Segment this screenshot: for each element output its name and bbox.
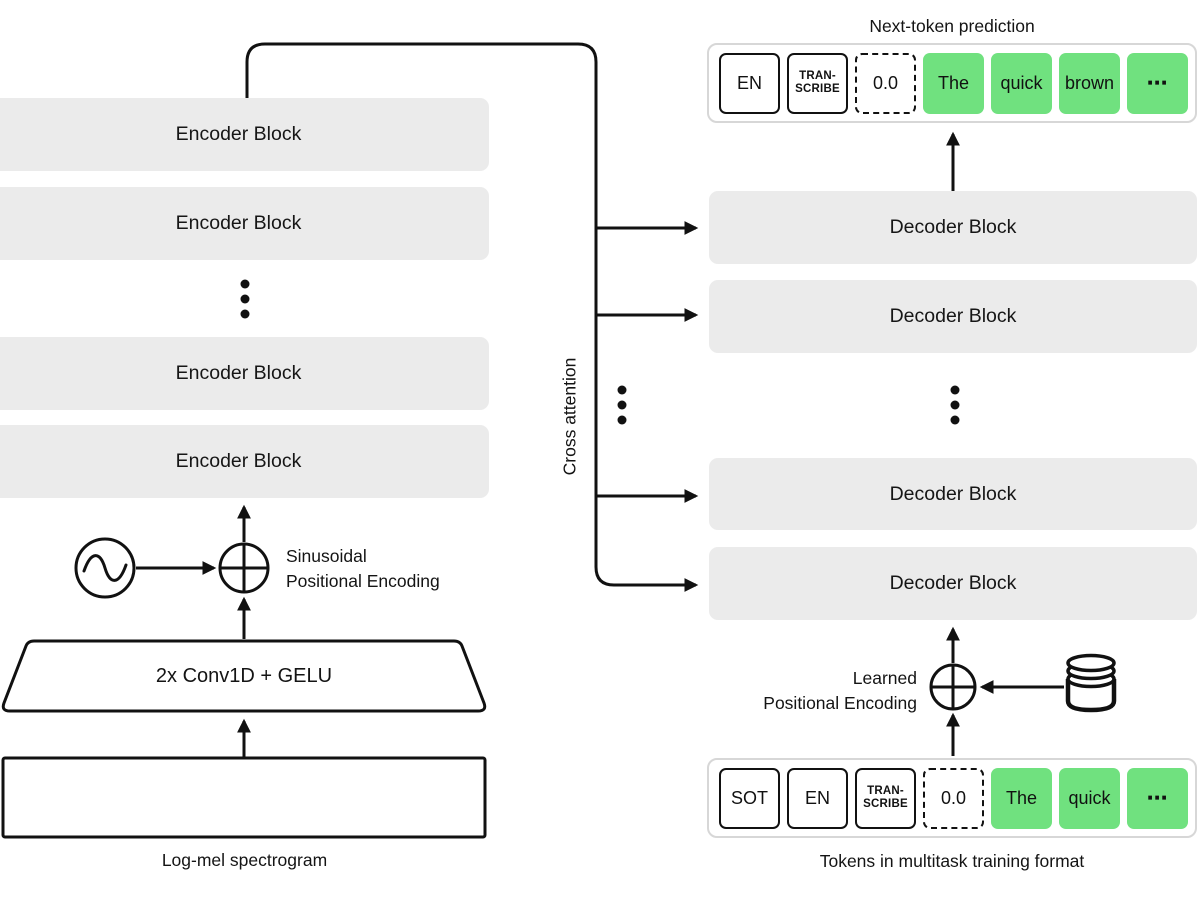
token-en: EN [719,52,780,114]
encoder-stack-ellipsis [240,279,250,319]
encoder-flow-arrows [136,504,251,757]
token-quick: quick [991,52,1052,114]
token-transcribe: TRAN- SCRIBE [787,52,848,114]
cross-attention-ellipsis [617,385,627,425]
token-sot: SOT [719,767,780,829]
token-transcribe: TRAN- SCRIBE [855,767,916,829]
sinusoidal-positional-encoding-label: Sinusoidal Positional Encoding [286,546,440,591]
spectrogram-box [1,756,487,839]
token-brown: brown [1059,52,1120,114]
learned-positional-encoding-label: Learned Positional Encoding [763,668,917,713]
output-token-row: EN TRAN- SCRIBE 0.0 The quick brown ⋯ [707,43,1197,123]
decoder-block-1: Decoder Block [709,191,1197,264]
token-the: The [991,767,1052,829]
decoder-block-4: Decoder Block [709,547,1197,620]
encoder-block-2: Encoder Block [0,187,489,260]
sine-wave-icon [74,537,136,599]
conv-stem-label: 2x Conv1D + GELU [155,664,333,687]
cross-attention-label: Cross attention [559,357,580,476]
cross-attention-connector [245,42,699,592]
decoder-block-3: Decoder Block [709,458,1197,530]
token-embedding-stack-icon [1065,653,1117,713]
add-positional-encoding-icon [218,542,270,594]
input-token-row: SOT EN TRAN- SCRIBE 0.0 The quick ⋯ [707,758,1197,838]
conv-stem-shape [1,639,487,713]
token-ellipsis: ⋯ [1127,52,1188,114]
token-ellipsis: ⋯ [1127,767,1188,829]
add-positional-encoding-icon [929,663,977,711]
encoder-block-1: Encoder Block [0,98,489,171]
token-timestamp: 0.0 [923,767,984,829]
decoder-stack-ellipsis [950,385,960,425]
log-mel-spectrogram-caption: Log-mel spectrogram [161,850,328,870]
next-token-prediction-title: Next-token prediction [869,16,1035,36]
token-en: EN [787,767,848,829]
decoder-block-2: Decoder Block [709,280,1197,353]
multitask-tokens-caption: Tokens in multitask training format [819,851,1085,871]
token-timestamp: 0.0 [855,52,916,114]
decoder-flow-arrows [946,131,1064,756]
encoder-block-3: Encoder Block [0,337,489,410]
token-the: The [923,52,984,114]
token-quick: quick [1059,767,1120,829]
encoder-block-4: Encoder Block [0,425,489,498]
